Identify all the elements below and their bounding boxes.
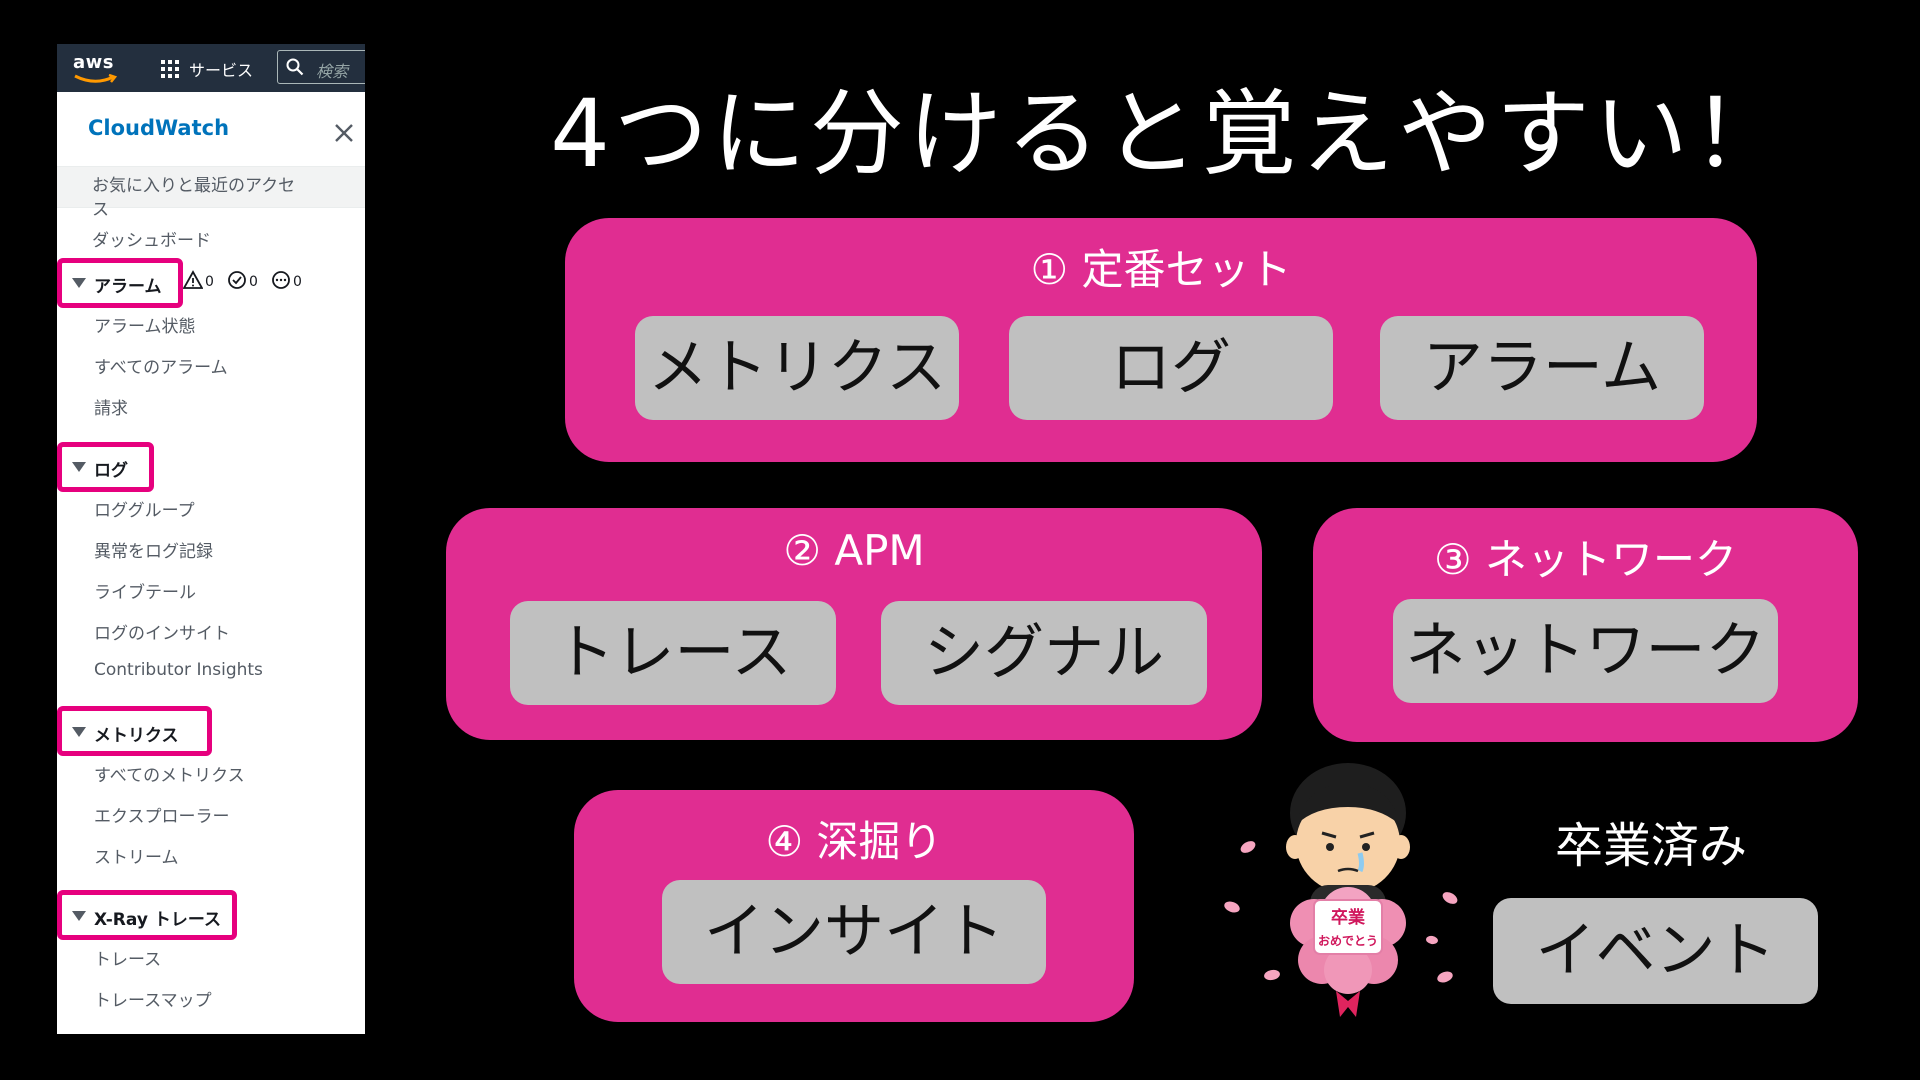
section-alarms[interactable]: アラーム bbox=[94, 277, 162, 297]
chip-signals: シグナル bbox=[881, 601, 1207, 705]
chip-alarms: アラーム bbox=[1380, 316, 1704, 420]
search-input[interactable]: 検索 bbox=[277, 50, 365, 84]
aws-logo[interactable]: aws bbox=[73, 50, 121, 86]
chip-network: ネットワーク bbox=[1393, 599, 1778, 703]
services-grid-icon[interactable] bbox=[161, 60, 179, 78]
aws-logo-text: aws bbox=[73, 52, 114, 73]
section-xray[interactable]: X-Ray トレース bbox=[94, 910, 221, 930]
group-deep-dive: ④ 深掘り インサイト bbox=[574, 790, 1134, 1022]
panel-title[interactable]: CloudWatch bbox=[88, 116, 230, 140]
ellipsis-circle-icon bbox=[272, 271, 290, 289]
chip-events: イベント bbox=[1493, 898, 1818, 1004]
alarm-section-highlight bbox=[57, 258, 183, 308]
chevron-down-icon[interactable] bbox=[72, 462, 86, 472]
group-label: ① 定番セット bbox=[1030, 245, 1292, 294]
section-logs[interactable]: ログ bbox=[94, 461, 128, 481]
nav-dashboard[interactable]: ダッシュボード bbox=[92, 231, 211, 251]
chevron-down-icon[interactable] bbox=[72, 911, 86, 921]
graduation-illustration: 卒業 おめでとう bbox=[1224, 763, 1458, 1017]
favorites-row[interactable] bbox=[57, 166, 365, 208]
logs-section-highlight bbox=[57, 442, 154, 492]
chip-metrics: メトリクス bbox=[635, 316, 959, 420]
group-label: ② APM bbox=[783, 526, 925, 575]
nav-item[interactable]: ロググループ bbox=[94, 501, 195, 521]
services-menu-label[interactable]: サービス bbox=[189, 61, 254, 80]
close-icon[interactable] bbox=[333, 122, 355, 144]
nav-item[interactable]: すべてのメトリクス bbox=[94, 766, 245, 786]
alarm-count: 0 bbox=[205, 274, 214, 290]
aws-top-bar: aws サービス 検索 bbox=[57, 44, 365, 92]
check-circle-icon bbox=[228, 271, 246, 289]
svg-text:卒業: 卒業 bbox=[1331, 907, 1365, 928]
xray-section-highlight bbox=[57, 890, 237, 940]
svg-text:おめでとう: おめでとう bbox=[1318, 934, 1378, 948]
chevron-down-icon[interactable] bbox=[72, 727, 86, 737]
group-apm: ② APM トレース シグナル bbox=[446, 508, 1262, 740]
cloudwatch-nav-panel: aws サービス 検索 CloudWatch お気に入りと最近の bbox=[57, 44, 365, 1034]
nav-item[interactable]: ストリーム bbox=[94, 848, 179, 868]
nav-item[interactable]: ライブテール bbox=[94, 583, 196, 603]
chip-traces: トレース bbox=[510, 601, 836, 705]
chip-logs: ログ bbox=[1009, 316, 1333, 420]
ok-count: 0 bbox=[249, 274, 258, 290]
nav-item[interactable]: トレース bbox=[94, 950, 162, 970]
nav-item[interactable]: すべてのアラーム bbox=[94, 358, 228, 378]
nav-item[interactable]: Contributor Insights bbox=[94, 660, 263, 680]
search-icon bbox=[286, 58, 304, 76]
nav-item[interactable]: 請求 bbox=[94, 399, 128, 419]
slide-title: 4つに分けると覚えやすい！ bbox=[550, 80, 1790, 189]
nav-item[interactable]: ログのインサイト bbox=[94, 624, 230, 644]
aws-smile-icon bbox=[74, 74, 117, 83]
graduated-label: 卒業済み bbox=[1555, 818, 1748, 874]
section-metrics[interactable]: メトリクス bbox=[94, 726, 179, 746]
group-label: ③ ネットワーク bbox=[1433, 535, 1737, 584]
insufficient-count: 0 bbox=[293, 274, 302, 290]
chip-insights: インサイト bbox=[662, 880, 1046, 984]
chevron-down-icon[interactable] bbox=[72, 278, 86, 288]
group-network: ③ ネットワーク ネットワーク bbox=[1313, 508, 1858, 742]
nav-item[interactable]: エクスプローラー bbox=[94, 807, 230, 827]
warning-icon bbox=[183, 270, 203, 289]
search-placeholder: 検索 bbox=[316, 62, 349, 81]
group-label: ④ 深掘り bbox=[765, 817, 943, 866]
metrics-section-highlight bbox=[57, 706, 212, 756]
nav-item[interactable]: アラーム状態 bbox=[94, 317, 196, 337]
nav-item[interactable]: 異常をログ記録 bbox=[94, 542, 213, 562]
favorites-label[interactable]: お気に入りと最近のアクセス bbox=[92, 176, 296, 220]
nav-item[interactable]: トレースマップ bbox=[94, 991, 212, 1011]
group-standard-set: ① 定番セット メトリクス ログ アラーム bbox=[565, 218, 1757, 462]
